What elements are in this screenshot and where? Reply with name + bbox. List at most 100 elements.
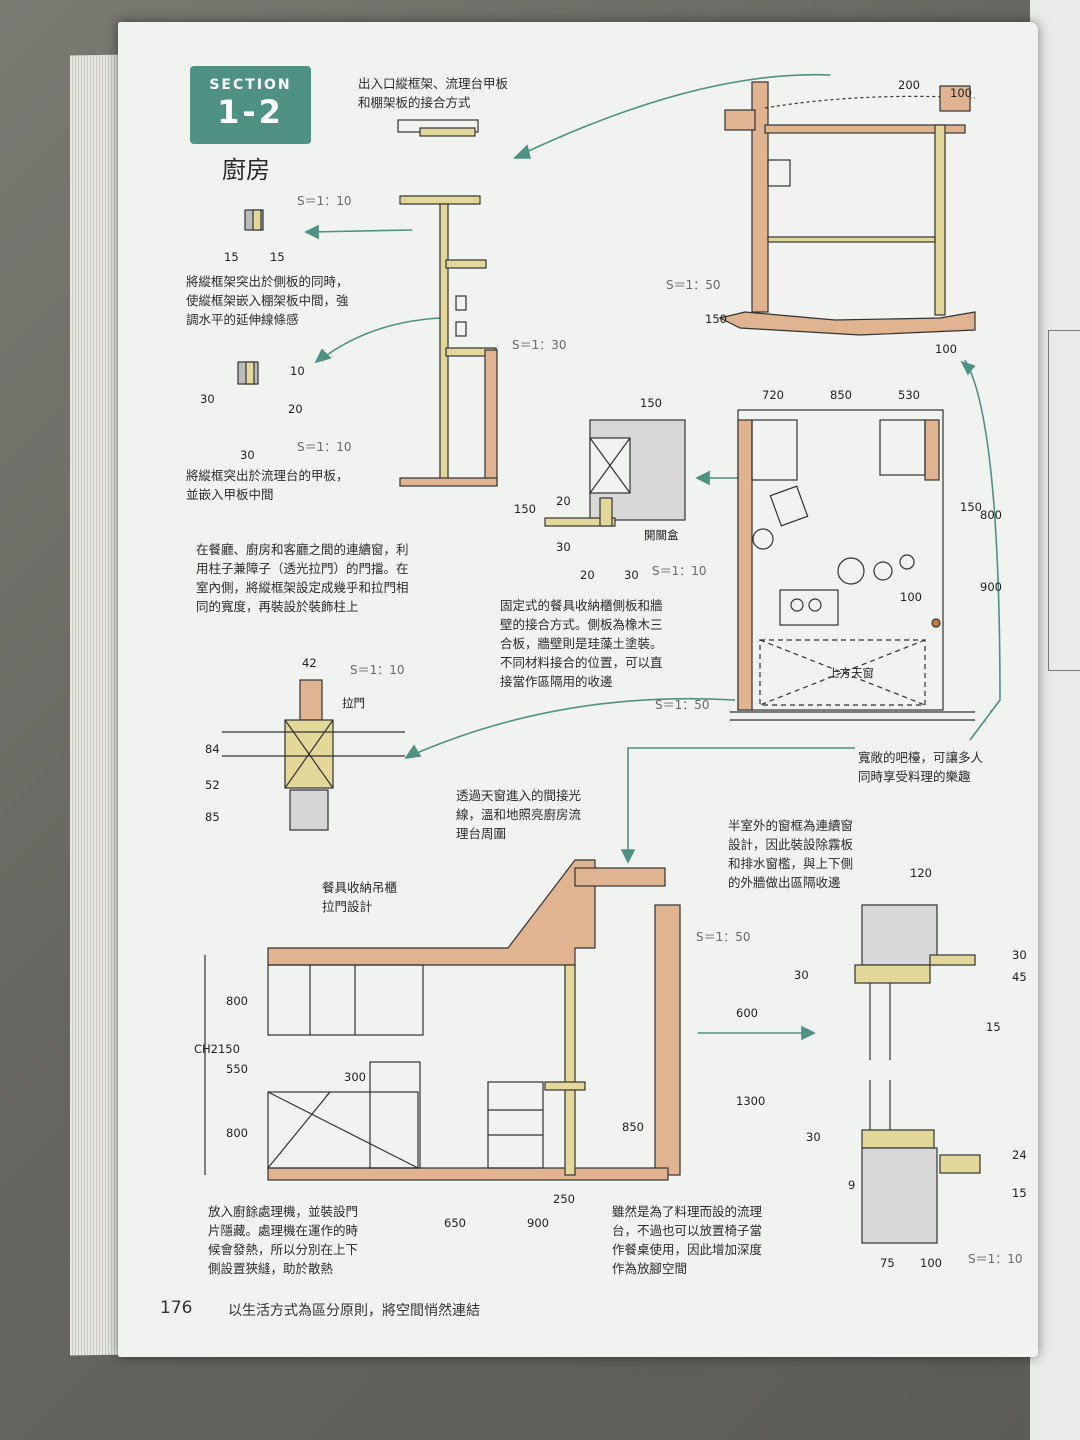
dimension: 530 [898,388,920,402]
note-line: 片隱藏。處理機在運作的時 [208,1223,359,1238]
dimension: 30 [624,568,639,582]
note-fixed: 固定式的餐具收納櫃側板和牆 壁的接合方式。側板為橡木三 合板，牆壁則是珪藻土塗裝… [500,596,690,691]
note-counter: 雖然是為了料理而設的流理 台，不過也可以放置椅子當 作餐桌使用，因此增加深度 作… [612,1202,802,1278]
dimension: 20 [556,494,571,508]
dimension: 120 [910,866,932,880]
note-line: 同時享受料理的樂趣 [858,769,971,784]
dimension: 300 [344,1070,366,1084]
note-hanging: 餐具收納吊櫃 拉門設計 [322,878,432,916]
facing-page [1030,0,1080,1440]
dimension: 30 [200,392,215,406]
dimension: 800 [226,1126,248,1140]
scale-label: S＝1：10 [968,1252,1023,1266]
dimension: 30 [806,1130,821,1144]
dimension: 800 [226,994,248,1008]
note-line: 台，不過也可以放置椅子當 [612,1223,763,1238]
scale-label: S＝1：10 [297,194,352,208]
dimension: 200 [898,78,920,92]
note-line: 理台周圍 [456,826,507,841]
dimension: 84 [205,742,220,756]
arrow-left1 [309,229,413,233]
page-title: 廚房 [222,156,270,184]
note-line: 同的寬度，再裝設於裝飾柱上 [196,599,359,614]
dimension: 42 [302,656,317,670]
note-window: 在餐廳、廚房和客廳之間的連續窗，利 用柱子兼障子（透光拉門）的門擋。在 室內側，… [196,540,436,616]
scale-label: S＝1：50 [696,930,751,944]
page-number: 176 [160,1298,193,1318]
note-line: 設計，因此裝設除霧板 [728,837,854,852]
note-line: 拉門設計 [322,899,373,914]
dimension: 10 [290,364,305,378]
section-label: SECTION [209,77,292,93]
note-skylight: 透過天窗進入的間接光 線，溫和地照亮廚房流 理台周圍 [456,786,606,843]
note-line: 透過天窗進入的間接光 [456,788,582,803]
dimension: 30 [240,448,255,462]
dimension: 150 [640,396,662,410]
note-line: 壁的接合方式。側板為橡木三 [500,617,663,632]
note-line: 線，溫和地照亮廚房流 [456,807,582,822]
dimension: 600 [736,1006,758,1020]
dimension: CH2150 [194,1042,240,1056]
dimension: 30 [1012,948,1027,962]
note-semi: 半室外的窗框為連續窗 設計，因此裝設除霧板 和排水窗檻，與上下側 的外牆做出區隔… [728,816,878,892]
note-line: 將縱框架突出於側板的同時， [186,274,349,289]
section-badge: SECTION 1-2 [190,66,311,144]
note-line: 並嵌入甲板中間 [186,487,274,502]
note-line: 放入廚餘處理機，並裝設門 [208,1204,359,1219]
note-line: 室內側，將縱框架設定成幾乎和拉門相 [196,580,409,595]
note-line: 使縱框架嵌入棚架板中間，強 [186,293,349,308]
dimension: 30 [794,968,809,982]
note-line: 合板，牆壁則是珪藻土塗裝。 [500,636,663,651]
note-top: 出入口縱框架、流理台甲板 和棚架板的接合方式 [358,74,558,112]
note-left2: 將縱框突出於流理台的甲板， 並嵌入甲板中間 [186,466,366,504]
dimension: 24 [1012,1148,1027,1162]
dimension: 720 [762,388,784,402]
dimension: 52 [205,778,220,792]
scale-label: S＝1：50 [666,278,721,292]
dimension: 45 [1012,970,1027,984]
note-line: 和排水窗檻，與上下側 [728,856,854,871]
section-number: 1-2 [217,93,284,131]
dimension: 150 [960,500,982,514]
dimension: 75 [880,1256,895,1270]
note-line: 的外牆做出區隔收邊 [728,875,841,890]
arrow-section [627,747,855,858]
dimension: 100 [900,590,922,604]
dimension: 30 [556,540,571,554]
dimension: 1300 [736,1094,766,1108]
note-line: 作餐桌使用，因此增加深度 [612,1242,763,1257]
note-left1: 將縱框架突出於側板的同時， 使縱框架嵌入棚架板中間，強 調水平的延伸線條感 [186,272,366,329]
arrow-window [409,697,736,757]
note-line: 接當作區隔用的收邊 [500,674,613,689]
label-switch-box: 開關盒 [644,528,679,542]
dimension: 20 [288,402,303,416]
note-line: 側設置狹縫，助於散熱 [208,1261,334,1276]
arrow-left2 [319,317,441,361]
note-line: 不同材料接合的位置，可以直 [500,655,663,670]
dimension: 9 [848,1178,856,1192]
dimension: 800 [980,508,1002,522]
note-line: 半室外的窗框為連續窗 [728,818,854,833]
note-disposer: 放入廚餘處理機，並裝設門 片隱藏。處理機在運作的時 候會發熱，所以分別在上下 側… [208,1202,398,1278]
dimension: 100 [935,342,957,356]
note-line: 餐具收納吊櫃 [322,880,398,895]
note-line: 在餐廳、廚房和客廳之間的連續窗，利 [196,542,409,557]
note-line: 調水平的延伸線條感 [186,312,299,327]
dimension: 250 [553,1192,575,1206]
scale-label: S＝1：50 [655,698,710,712]
dimension: 20 [580,568,595,582]
note-line: 固定式的餐具收納櫃側板和牆 [500,598,663,613]
dimension: 15 [1012,1186,1027,1200]
note-line: 和棚架板的接合方式 [358,95,471,110]
label-sliding-door: 拉門 [342,696,365,710]
dimension: 100 [950,86,972,100]
dimension: 650 [444,1216,466,1230]
note-line: 作為放腳空間 [612,1261,688,1276]
scale-label: S＝1：30 [512,338,567,352]
dimension: 850 [830,388,852,402]
note-line: 候會發熱，所以分別在上下 [208,1242,359,1257]
dimension: 550 [226,1062,248,1076]
arrow-top [519,73,831,156]
dimension: 15 [224,250,239,264]
